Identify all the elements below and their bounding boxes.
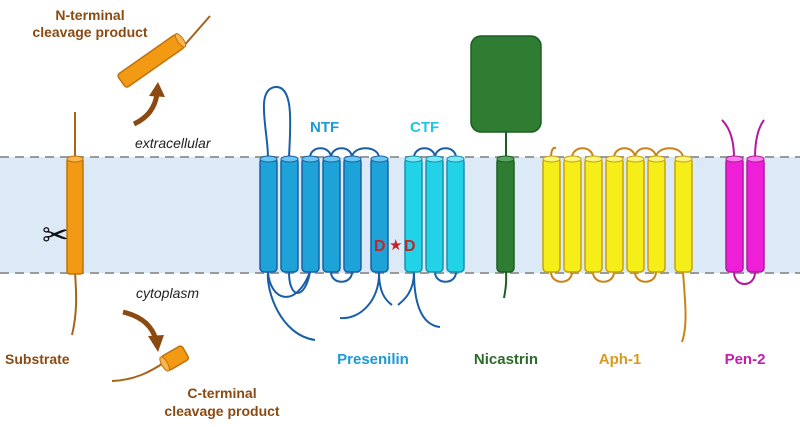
aspartate-ntf-label: D: [374, 238, 386, 255]
ntf-label: NTF: [310, 119, 339, 136]
release-arrow-down: [122, 309, 159, 341]
ctf-label: CTF: [410, 119, 439, 136]
aph1-label: Aph-1: [599, 351, 642, 368]
c-terminal-label-line2: cleavage product: [164, 403, 279, 419]
substrate-label: Substrate: [5, 351, 70, 367]
presenilin-protein: [262, 85, 457, 341]
pen2-label: Pen-2: [725, 351, 766, 368]
scissors-icon: ✂: [42, 216, 69, 254]
n-terminal-fragment: [117, 15, 211, 88]
c-terminal-fragment: [111, 345, 190, 382]
extracellular-label: extracellular: [135, 135, 212, 151]
release-arrow-up: [132, 93, 160, 127]
substrate-protein: [66, 112, 84, 336]
n-terminal-label-line1: N-terminal: [55, 7, 124, 23]
nicastrin-protein: [470, 35, 542, 299]
n-terminal-label-line2: cleavage product: [32, 24, 147, 40]
release-arrow-down-head: [148, 335, 164, 352]
presenilin-ctf-helices: [404, 155, 465, 273]
aph1-helices: [542, 155, 693, 273]
pen2-helices: [725, 155, 765, 273]
aspartate-ctf-label: D: [404, 238, 416, 255]
aph1-protein: [550, 146, 687, 343]
active-site-star-icon: ★: [389, 236, 402, 254]
presenilin-ntf-helices: [259, 155, 389, 273]
presenilin-label: Presenilin: [337, 351, 409, 368]
nicastrin-label: Nicastrin: [474, 351, 538, 368]
release-arrow-up-head: [149, 82, 165, 97]
cytoplasm-label: cytoplasm: [136, 285, 199, 301]
membrane-band: [0, 157, 800, 273]
pen2-protein: [721, 119, 765, 285]
c-terminal-label-line1: C-terminal: [187, 385, 256, 401]
